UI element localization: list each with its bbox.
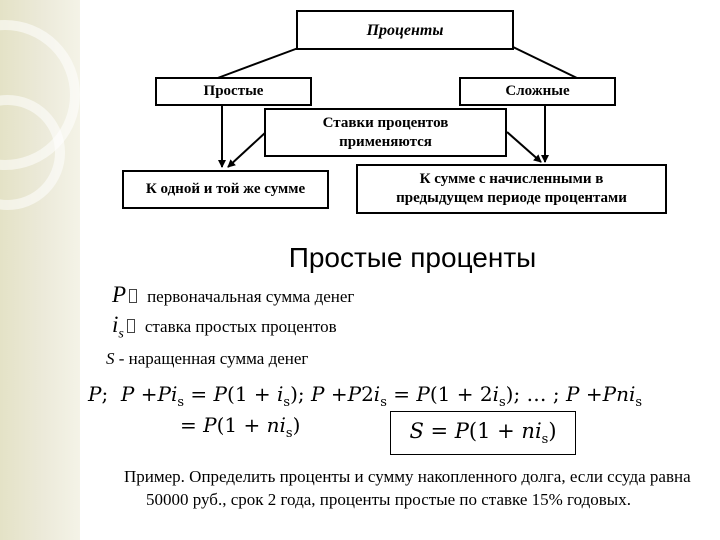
- node-simple: Простые: [155, 77, 312, 106]
- rate-description: ставка простых процентов: [144, 317, 337, 336]
- rate-symbol: is: [112, 312, 124, 342]
- definition-rate: is ставка простых процентов: [112, 312, 337, 346]
- formula-line-1: P; P +Pis = P(1 + is); P +P2is = P(1 + 2…: [88, 382, 643, 410]
- node-simple-label: Простые: [203, 83, 264, 99]
- accrued-description: - наращенная сумма денег: [114, 349, 309, 368]
- formula-line-2: = P(1 + nis): [180, 413, 301, 441]
- node-interest: Проценты: [296, 10, 514, 50]
- result-formula-box: S = P(1 + nis): [390, 411, 576, 455]
- definition-accrued: S - наращенная сумма денег: [106, 348, 308, 370]
- node-interest-label: Проценты: [366, 21, 444, 39]
- node-accrued-sum: К сумме с начисленными в предыдущем пери…: [356, 164, 667, 214]
- node-applied-line2: применяются: [339, 133, 432, 150]
- example-text: Пример. Определить проценты и сумму нако…: [124, 467, 691, 509]
- result-formula: S = P(1 + nis): [409, 418, 557, 448]
- interest-diagram: [214, 46, 580, 168]
- accrued-symbol: S: [106, 349, 115, 368]
- placeholder-box-icon: [126, 319, 135, 333]
- node-compound: Сложные: [459, 77, 616, 106]
- node-same-sum-label: К одной и той же сумме: [145, 181, 306, 197]
- node-applied: Ставки процентов применяются: [264, 108, 507, 157]
- node-compound-label: Сложные: [505, 83, 570, 99]
- connector-line: [512, 46, 580, 80]
- principal-description: первоначальная сумма денег: [147, 287, 355, 306]
- node-applied-line1: Ставки процентов: [322, 114, 449, 131]
- connector-line: [214, 46, 302, 80]
- connector-line: [227, 131, 267, 168]
- node-accrued-line2: предыдущем периоде процентами: [396, 190, 627, 206]
- principal-symbol: P: [112, 282, 127, 307]
- node-same-sum: К одной и той же сумме: [122, 170, 329, 209]
- section-title: Простые проценты: [288, 242, 537, 273]
- placeholder-box-icon: [129, 289, 138, 303]
- connector-line: [506, 131, 542, 163]
- decorative-side-strip: [0, 0, 80, 540]
- node-accrued-line1: К сумме с начисленными в: [419, 171, 604, 187]
